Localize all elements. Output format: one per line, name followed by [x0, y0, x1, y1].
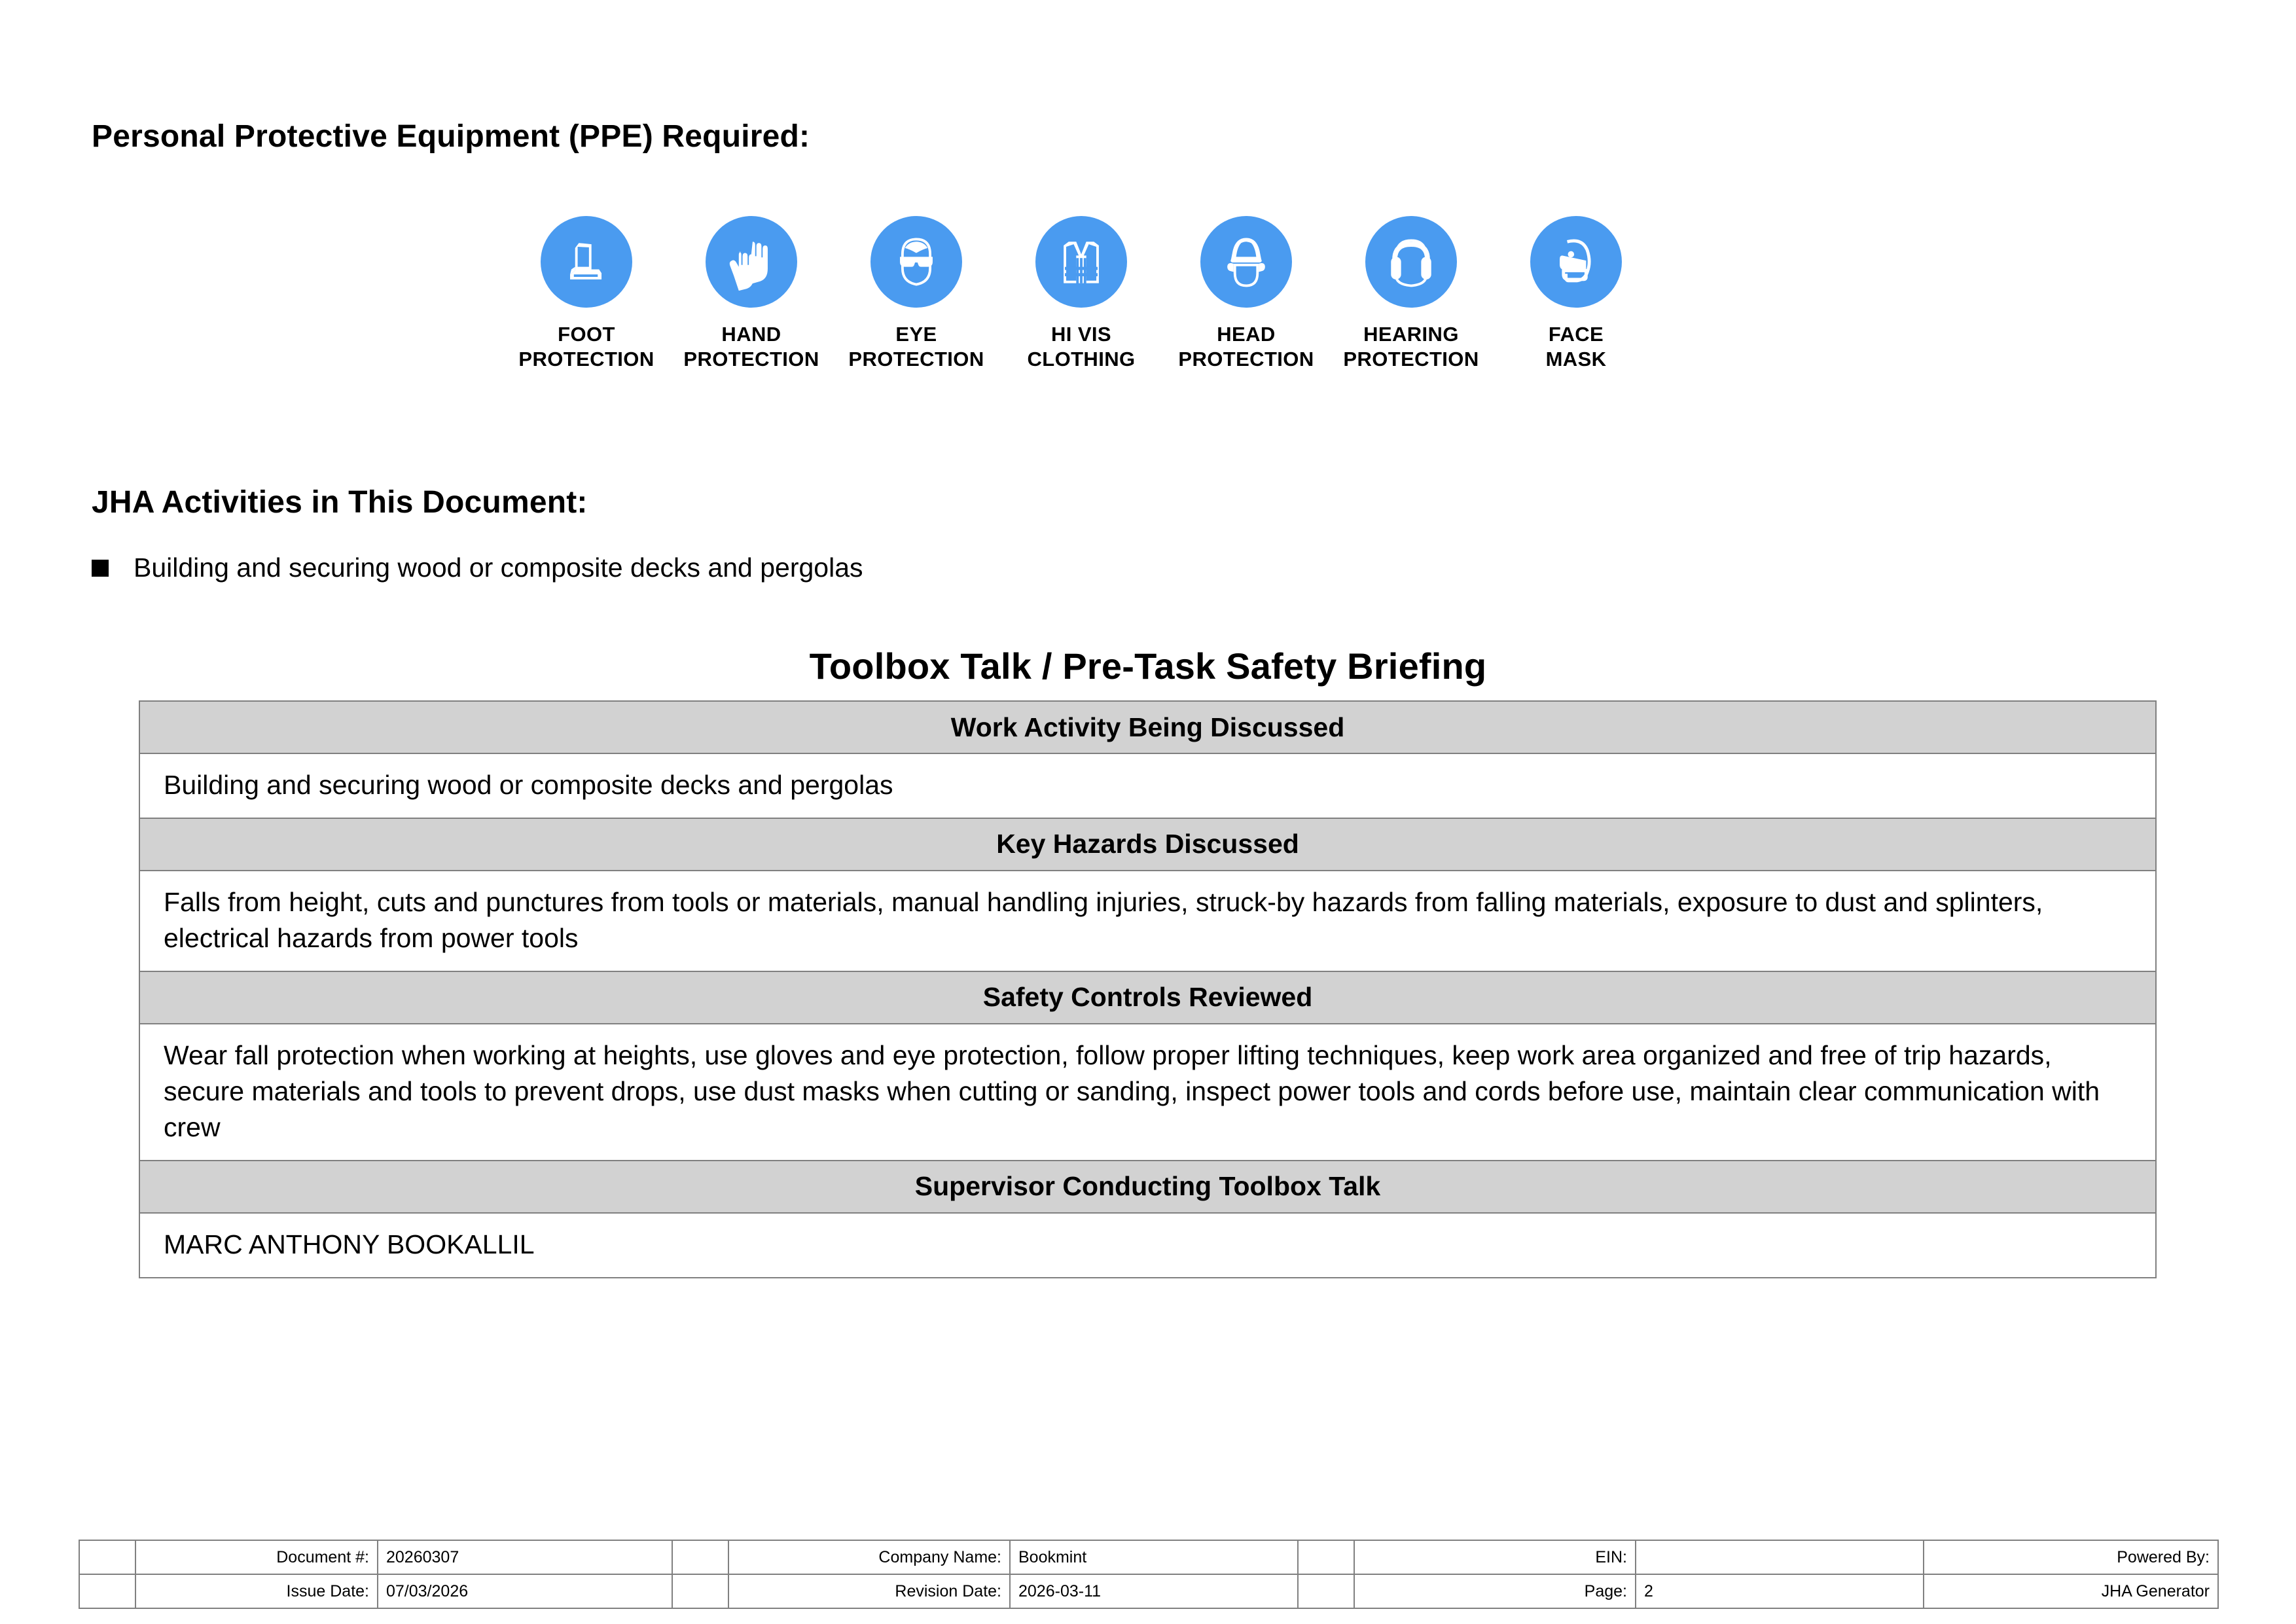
ppe-section-heading: Personal Protective Equipment (PPE) Requ… — [92, 119, 810, 154]
ppe-item-eye-protection: EYE PROTECTION — [834, 216, 999, 372]
table-row: Supervisor Conducting Toolbox Talk — [139, 1159, 2157, 1214]
ppe-item-foot-protection: FOOT PROTECTION — [504, 216, 669, 372]
ppe-label: EYE PROTECTION — [848, 322, 984, 372]
footer-spacer-cell — [79, 1540, 136, 1575]
ppe-item-hearing-protection: HEARING PROTECTION — [1329, 216, 1494, 372]
ppe-label: HEAD PROTECTION — [1178, 322, 1314, 372]
ppe-item-head-protection: HEAD PROTECTION — [1164, 216, 1329, 372]
ein-value — [1635, 1540, 1924, 1575]
revision-date-value: 2026-03-11 — [1009, 1574, 1299, 1609]
ppe-label: FACE MASK — [1546, 322, 1607, 372]
table-section-body: Falls from height, cuts and punctures fr… — [139, 869, 2157, 972]
face-mask-icon — [1530, 216, 1622, 308]
table-row: Work Activity Being Discussed — [139, 700, 2157, 754]
ppe-badge — [1511, 216, 1641, 308]
ppe-label: HEARING PROTECTION — [1343, 322, 1479, 372]
jha-activity-text: Building and securing wood or composite … — [134, 552, 863, 583]
hard-hat-icon — [1200, 216, 1292, 308]
ppe-badge — [686, 216, 817, 308]
footer-row-1: Document #: 20260307 Company Name: Bookm… — [79, 1540, 2219, 1575]
ppe-item-hi-vis-clothing: HI VIS CLOTHING — [999, 216, 1164, 372]
ppe-badge — [851, 216, 982, 308]
ppe-label-line2: PROTECTION — [1343, 347, 1479, 370]
ppe-badge — [1016, 216, 1147, 308]
ppe-label: HI VIS CLOTHING — [1027, 322, 1135, 372]
ppe-label-line1: FOOT — [558, 323, 615, 346]
ppe-label-line1: HEARING — [1363, 323, 1459, 346]
footer-row-2: Issue Date: 07/03/2026 Revision Date: 20… — [79, 1574, 2219, 1609]
table-section-header: Safety Controls Reviewed — [139, 970, 2157, 1024]
table-row: Building and securing wood or composite … — [139, 753, 2157, 819]
footer-spacer-cell — [1297, 1574, 1355, 1609]
page-number-label: Page: — [1354, 1574, 1636, 1609]
table-section-header: Supervisor Conducting Toolbox Talk — [139, 1159, 2157, 1214]
ppe-badge — [1181, 216, 1312, 308]
footer-spacer-cell — [672, 1540, 729, 1575]
table-row: MARC ANTHONY BOOKALLIL — [139, 1212, 2157, 1278]
footer-spacer-cell — [79, 1574, 136, 1609]
ear-muffs-icon — [1365, 216, 1457, 308]
ppe-label-line2: PROTECTION — [683, 347, 819, 370]
list-item: Building and securing wood or composite … — [92, 550, 863, 586]
ppe-label-line1: FACE — [1548, 323, 1604, 346]
document-number-label: Document #: — [135, 1540, 378, 1575]
table-section-body: MARC ANTHONY BOOKALLIL — [139, 1212, 2157, 1278]
ppe-label: HAND PROTECTION — [683, 322, 819, 372]
toolbox-talk-table: Work Activity Being Discussed Building a… — [139, 700, 2157, 1278]
jha-section-heading: JHA Activities in This Document: — [92, 485, 588, 520]
table-row: Falls from height, cuts and punctures fr… — [139, 869, 2157, 972]
ppe-label: FOOT PROTECTION — [518, 322, 654, 372]
ein-label: EIN: — [1354, 1540, 1636, 1575]
powered-by-label: Powered By: — [1923, 1540, 2219, 1575]
page-number-value: 2 — [1635, 1574, 1924, 1609]
company-name-label: Company Name: — [728, 1540, 1011, 1575]
ppe-label-line2: PROTECTION — [1178, 347, 1314, 370]
issue-date-value: 07/03/2026 — [377, 1574, 673, 1609]
footer-spacer-cell — [672, 1574, 729, 1609]
ppe-badge — [521, 216, 652, 308]
ppe-label-line1: EYE — [895, 323, 937, 346]
table-row: Key Hazards Discussed — [139, 817, 2157, 871]
document-number-value: 20260307 — [377, 1540, 673, 1575]
ppe-label-line2: PROTECTION — [848, 347, 984, 370]
footer-spacer-cell — [1297, 1540, 1355, 1575]
safety-gloves-icon — [706, 216, 797, 308]
ppe-label-line2: MASK — [1545, 347, 1607, 370]
ppe-label-line1: HEAD — [1217, 323, 1276, 346]
ppe-item-face-mask: FACE MASK — [1494, 216, 1659, 372]
page-title: Toolbox Talk / Pre-Task Safety Briefing — [809, 645, 1487, 687]
issue-date-label: Issue Date: — [135, 1574, 378, 1609]
hi-vis-vest-icon — [1035, 216, 1127, 308]
table-row: Safety Controls Reviewed — [139, 970, 2157, 1024]
safety-boot-icon — [541, 216, 632, 308]
table-row: Wear fall protection when working at hei… — [139, 1022, 2157, 1161]
jha-activity-list: Building and securing wood or composite … — [92, 550, 863, 586]
ppe-label-line1: HI VIS — [1051, 323, 1111, 346]
generator-name-value: JHA Generator — [1923, 1574, 2219, 1609]
table-section-header: Key Hazards Discussed — [139, 817, 2157, 871]
square-bullet-icon — [92, 560, 109, 577]
ppe-label-line2: CLOTHING — [1027, 347, 1136, 370]
ppe-item-hand-protection: HAND PROTECTION — [669, 216, 834, 372]
safety-goggles-icon — [870, 216, 962, 308]
ppe-label-line1: HAND — [721, 323, 781, 346]
ppe-label-line2: PROTECTION — [518, 347, 655, 370]
table-section-body: Building and securing wood or composite … — [139, 753, 2157, 819]
company-name-value: Bookmint — [1009, 1540, 1299, 1575]
ppe-icon-strip: FOOT PROTECTION HAND PROTECTION — [504, 216, 1659, 372]
revision-date-label: Revision Date: — [728, 1574, 1011, 1609]
table-section-body: Wear fall protection when working at hei… — [139, 1022, 2157, 1161]
document-footer-table: Document #: 20260307 Company Name: Bookm… — [79, 1540, 2219, 1609]
table-section-header: Work Activity Being Discussed — [139, 700, 2157, 754]
ppe-badge — [1346, 216, 1477, 308]
